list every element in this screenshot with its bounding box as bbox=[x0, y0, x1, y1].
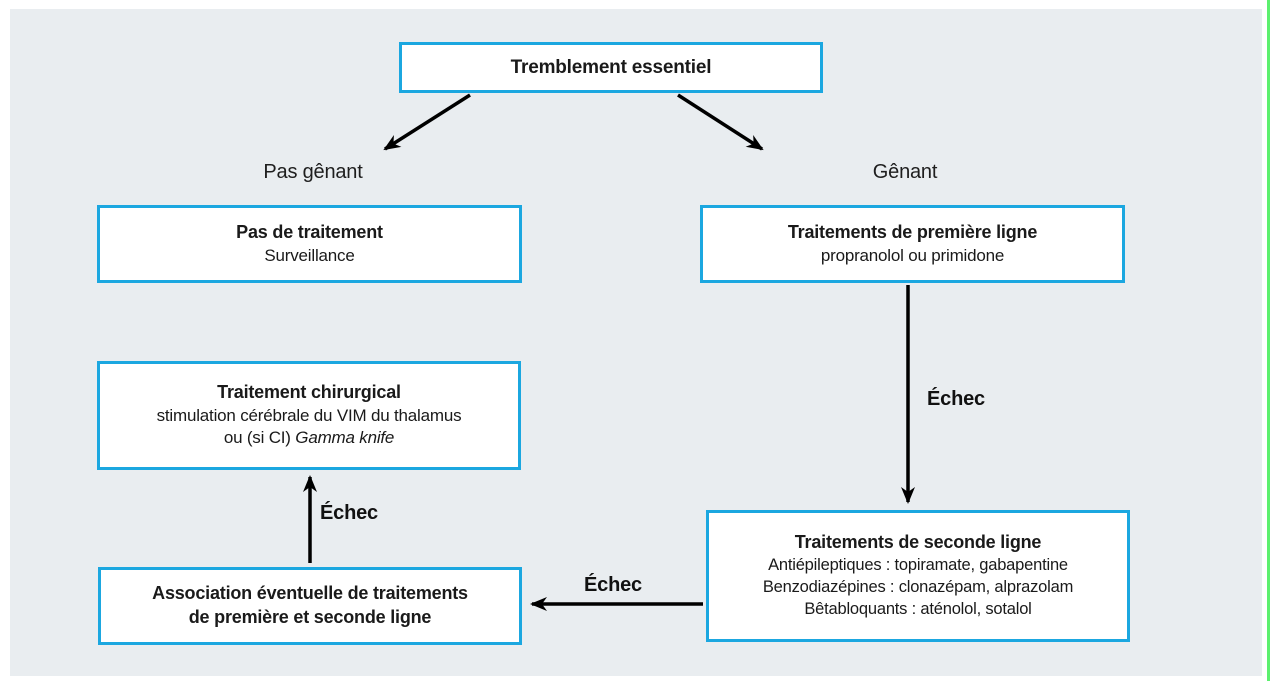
node-line: Benzodiazépines : clonazépam, alprazolam bbox=[762, 577, 1074, 596]
branch-label-genant: Gênant bbox=[872, 161, 938, 183]
branch-label-pas-genant: Pas gênant bbox=[263, 161, 363, 183]
node-title: Traitements de première ligne bbox=[787, 221, 1038, 242]
node-subtitle: propranolol ou primidone bbox=[820, 245, 1005, 265]
edge-label-echec-horizontal: Échec bbox=[584, 574, 642, 596]
node-traitements-seconde-ligne: Traitements de seconde ligne Antiépilept… bbox=[706, 510, 1130, 642]
node-association-traitements: Association éventuelle de traitements de… bbox=[98, 567, 522, 645]
node-line: de première et seconde ligne bbox=[188, 607, 432, 627]
node-line: Association éventuelle de traitements bbox=[152, 583, 468, 604]
node-line: stimulation cérébrale du VIM du thalamus bbox=[156, 405, 462, 425]
line-prefix: ou (si CI) bbox=[223, 428, 296, 448]
node-title: Traitements de seconde ligne bbox=[794, 532, 1042, 553]
node-subtitle: Surveillance bbox=[264, 245, 355, 265]
node-title: Traitement chirurgical bbox=[217, 382, 401, 403]
node-traitement-chirurgical: Traitement chirurgical stimulation céréb… bbox=[97, 361, 521, 470]
node-tremblement-essentiel: Tremblement essentiel bbox=[399, 42, 823, 93]
node-title: Pas de traitement bbox=[236, 221, 383, 242]
node-title: Tremblement essentiel bbox=[510, 56, 712, 78]
line-italic-gamma-knife: Gamma knife bbox=[295, 428, 395, 448]
node-traitements-premiere-ligne: Traitements de première ligne propranolo… bbox=[700, 205, 1125, 283]
node-line: Antiépileptiques : topiramate, gabapenti… bbox=[768, 556, 1068, 575]
node-pas-de-traitement: Pas de traitement Surveillance bbox=[97, 205, 522, 283]
edge-label-echec-right: Échec bbox=[927, 388, 985, 410]
node-line: Bêtabloquants : aténolol, sotalol bbox=[804, 599, 1032, 618]
edge-label-echec-left: Échec bbox=[320, 502, 378, 524]
green-accent-line bbox=[1267, 0, 1270, 681]
node-line: ou (si CI) Gamma knife bbox=[223, 427, 395, 449]
